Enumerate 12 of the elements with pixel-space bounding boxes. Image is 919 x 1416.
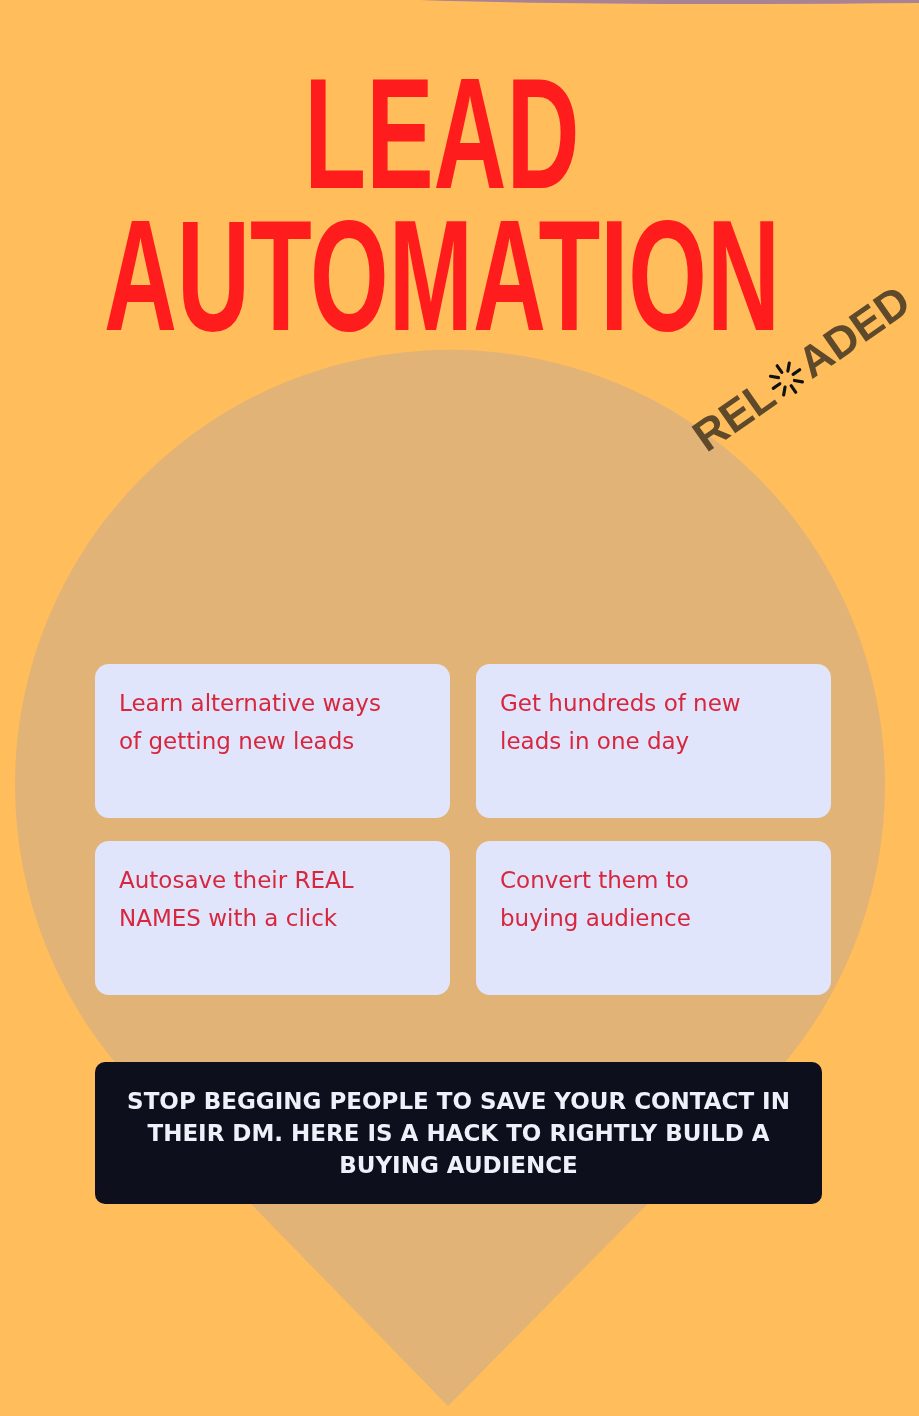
feature-card <box>95 664 450 818</box>
feature-card <box>95 841 450 995</box>
stamp-text: REL <box>684 371 784 460</box>
title: LEAD AUTOMATION <box>103 62 781 346</box>
message-banner <box>95 1062 822 1204</box>
card-text: Learn alternative ways of getting new leads <box>119 689 382 756</box>
card-text: STOP BEGGING PEOPLE TO SAVE YOUR CONTACT IN THEIR DM. HERE IS A HACK TO RIGHTLY BUILD A BUYING AUDIENCE <box>126 1087 791 1180</box>
feature-card <box>476 841 831 995</box>
card-text: Autosave their REAL NAMES with a click <box>119 866 355 933</box>
feature-card <box>476 664 831 818</box>
card-text: Get hundreds of new leads in one day <box>500 689 742 756</box>
card-text: Convert them to buying audience <box>500 866 692 933</box>
